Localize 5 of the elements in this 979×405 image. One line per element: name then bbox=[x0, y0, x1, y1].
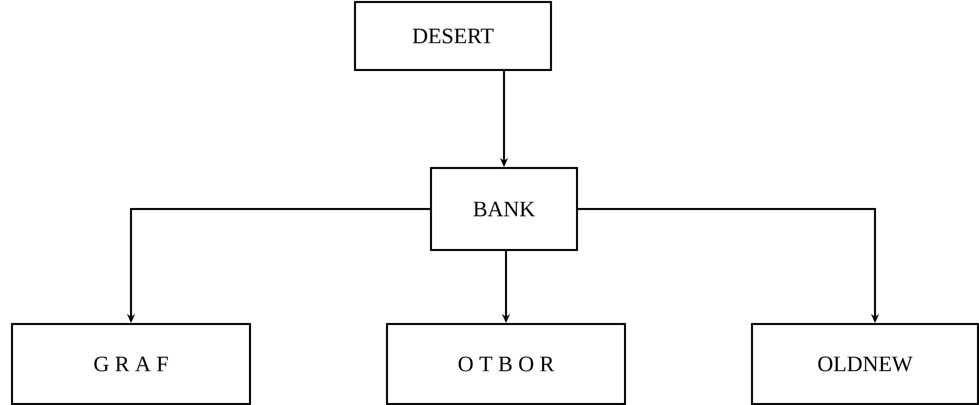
box: O T B O R bbox=[386, 323, 626, 405]
box: BANK bbox=[430, 167, 578, 251]
box: OLDNEW bbox=[751, 323, 979, 405]
box: DESERT bbox=[354, 1, 552, 71]
box: G R A F bbox=[11, 323, 251, 405]
